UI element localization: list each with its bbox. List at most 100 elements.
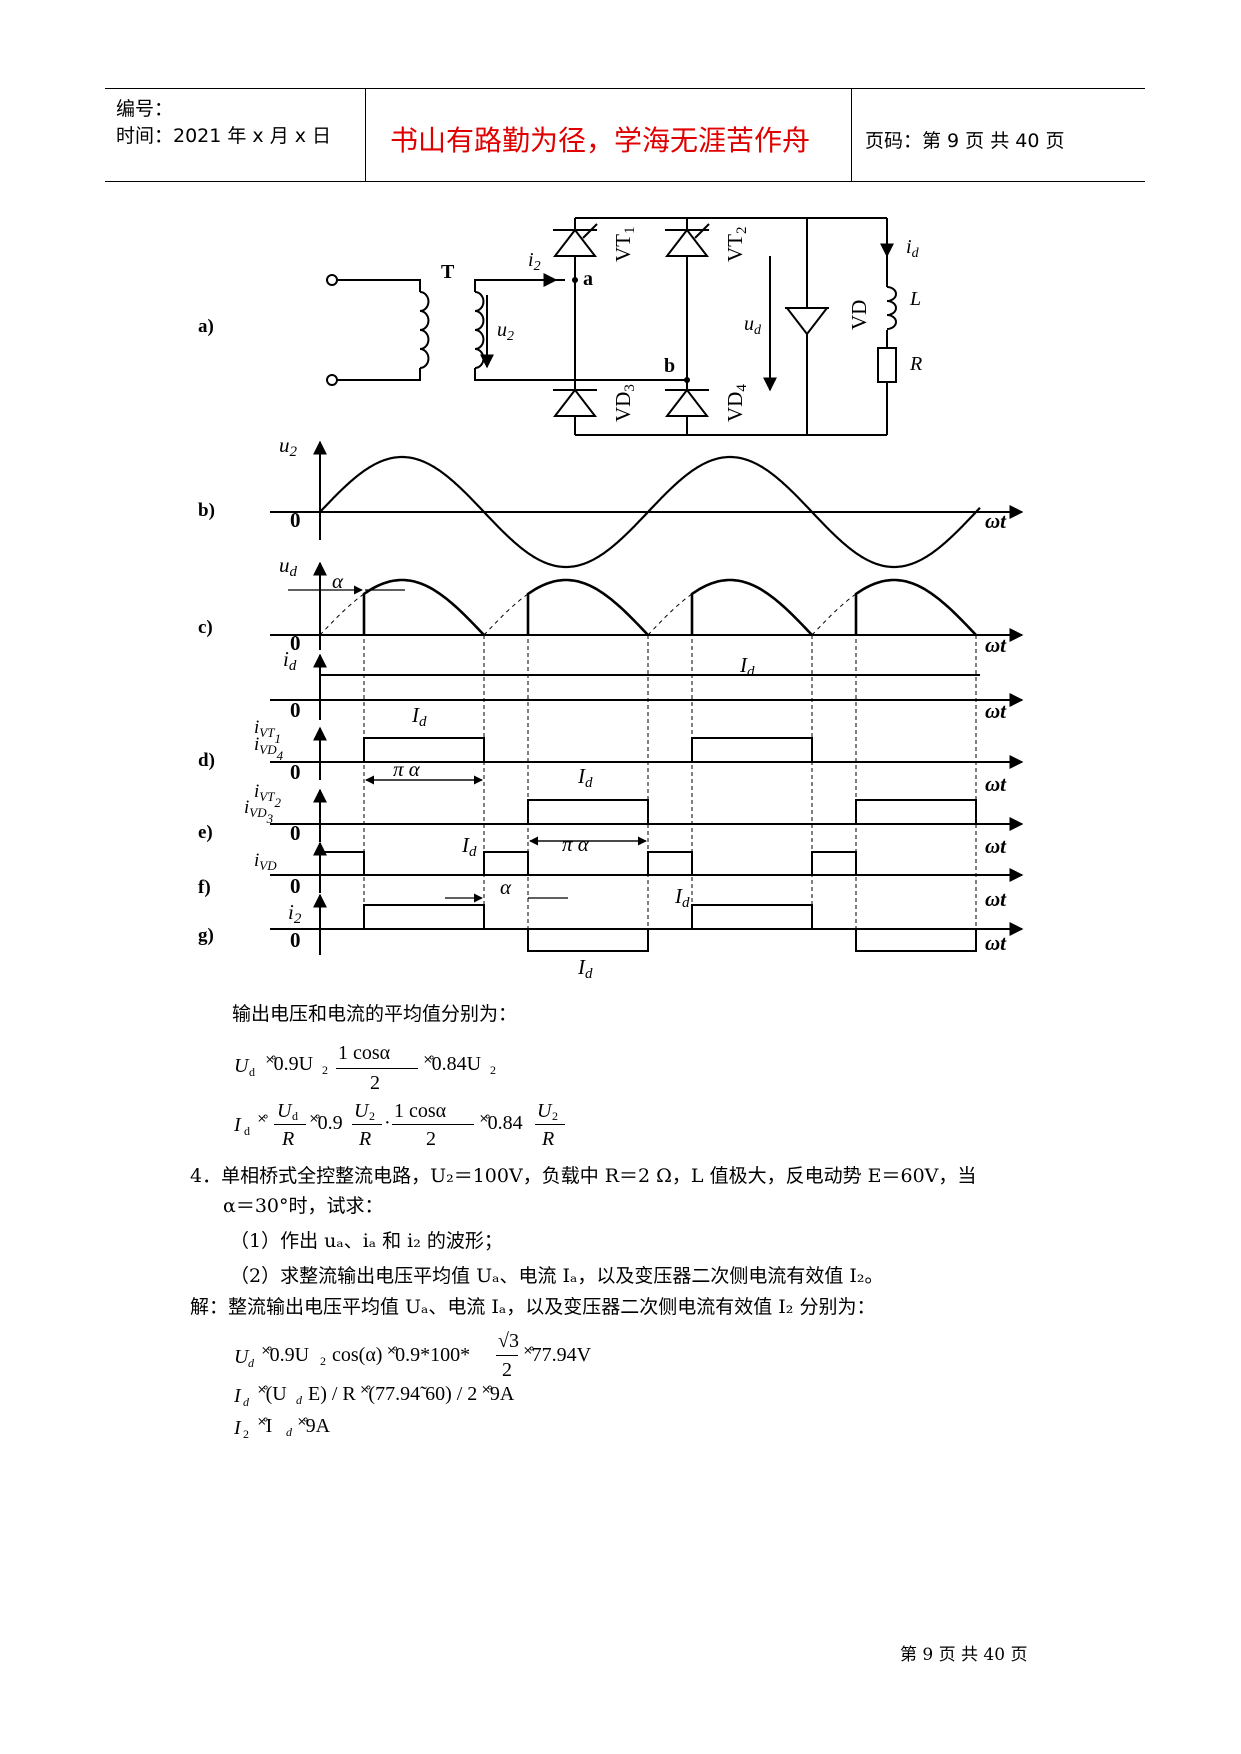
ud-circuit-label: ud [744, 313, 762, 338]
eq2-f4-num: U [537, 1100, 552, 1122]
sol-eq3-mid-sub: d [286, 1425, 292, 1439]
eq2-f4-den: R [542, 1128, 555, 1150]
header-motto: 书山有路勤为径，学海无涯苦作舟 [390, 124, 811, 157]
sol-eq1-den: 2 [502, 1359, 512, 1381]
eq1-mid-sub: 2 [322, 1063, 328, 1077]
ud-dashed-waveform [319, 579, 977, 636]
Id-label-d: Id [411, 703, 427, 730]
u2-waveform [319, 455, 981, 569]
omega-t-id: ωt [985, 699, 1007, 723]
equation-id: I d ˟̊ U d R ˟̊0.9 U 2 R · 1 cosα 2 ˟̊0.… [234, 1100, 654, 1155]
id-axis-label: id [283, 647, 297, 674]
sol-eq1-mid-sub: 2 [320, 1354, 326, 1368]
eq2-dot: · [384, 1112, 391, 1134]
eq1-lhs-sub: d [249, 1065, 255, 1079]
sol-eq1-sqrt: √3 [498, 1330, 519, 1352]
eq2-f4-num-sub: 2 [552, 1109, 558, 1123]
sol-eq1-left-sub: d [248, 1356, 254, 1370]
eq2-f1-den: R [282, 1128, 295, 1150]
Id-label-g-top: Id [674, 884, 690, 911]
eq2-tail: ˟̊0.84 [480, 1112, 523, 1134]
sol-eq2-lhs-sub: d [243, 1395, 249, 1409]
header-number-label: 编号： [116, 98, 174, 120]
problem-statement-line2: α＝30°时，试求： [223, 1195, 384, 1217]
header-divider-left [365, 88, 366, 181]
i2-axis-label: i2 [288, 900, 302, 927]
header-page-label: 页码：第 9 页 共 40 页 [865, 130, 1065, 152]
eq2-f2-den: R [359, 1128, 372, 1150]
sol-eq3-tail: ˟̊9A [298, 1415, 331, 1437]
intro-text: 输出电压和电流的平均值分别为： [232, 1003, 518, 1025]
solution-eq-ud: U d ˟̊0.9U 2 cos(α) ˟̊0.9*100* √3 2 ˟̊77… [234, 1330, 654, 1382]
eq2-lhs: I [234, 1114, 241, 1136]
zero-id: 0 [290, 698, 301, 722]
eq1-frac-num: 1 cosα [338, 1042, 391, 1064]
header-bottom-rule [105, 181, 1145, 182]
omega-t-f: ωt [985, 887, 1007, 911]
eq2-eq: ˟̊ [258, 1112, 266, 1134]
zero-g: 0 [290, 928, 301, 952]
pi-alpha-e: π α [562, 832, 590, 856]
id-circuit-label: id [906, 236, 920, 261]
eq2-f2-num-sub: 2 [369, 1109, 375, 1123]
sol-eq3-lhs-sub: 2 [243, 1427, 249, 1441]
panel-label-a: a) [198, 316, 214, 337]
ivd-waveform [320, 851, 976, 876]
sol-eq1-cos: cos(α) ˟̊0.9*100* [332, 1344, 471, 1366]
i2-waveform [320, 904, 977, 952]
dimension-arrows [288, 585, 647, 903]
panel-label-d: d) [198, 750, 215, 771]
eq1-tail: ˟̊0.84U [424, 1053, 482, 1075]
ivd-axis-label: iVD [254, 850, 277, 873]
guide-lines [363, 618, 977, 950]
header-divider-right [851, 88, 852, 181]
eq2-f2-num: U [354, 1100, 369, 1122]
eq2-mid: ˟̊0.9 [310, 1112, 343, 1134]
ud-waveform [362, 578, 977, 636]
eq1-frac-den: 2 [370, 1072, 380, 1094]
vd-label: VD [847, 300, 871, 330]
problem-statement-line1: 4．单相桥式全控整流电路，U₂＝100V，负载中 R＝2 Ω，L 值极大，反电动… [190, 1165, 977, 1187]
solution-intro: 解：整流输出电压平均值 Uₐ、电流 Iₐ，以及变压器二次侧电流有效值 I₂ 分别… [190, 1296, 876, 1318]
sol-eq1-tail: ˟̊77.94V [524, 1344, 592, 1366]
ivd3-axis-label: iVD3 [244, 797, 274, 826]
sol-eq2-body-sub: d [296, 1393, 302, 1407]
zero-b: 0 [290, 508, 301, 532]
eq2-f1-num-sub: d [292, 1109, 298, 1123]
waveform-axes [270, 440, 1024, 955]
solution-eq-id: I d ˟̊(U d E) / R ˟̊(77.94̃ 60) / 2 ˟̊9A [234, 1383, 654, 1411]
resistor-label: R [909, 353, 922, 375]
u2-circuit-label: u2 [497, 319, 514, 344]
header-top-rule [105, 88, 1145, 89]
sol-eq2-body: ˟̊(U [258, 1383, 287, 1405]
equation-ud: U d ˟̊0.9U 2 1 cosα 2 ˟̊0.84U 2 [234, 1042, 634, 1095]
omega-t-g: ωt [985, 931, 1007, 955]
question-2: （2）求整流输出电压平均值 Uₐ、电流 Iₐ，以及变压器二次侧电流有效值 I₂。 [230, 1265, 884, 1287]
vd4-label: VD4 [723, 384, 750, 422]
ivd4-axis-label: iVD4 [254, 734, 284, 763]
eq2-lhs-sub: d [244, 1124, 250, 1138]
ivt1-axis-label: iVT1 [254, 717, 281, 746]
alpha-label-f: α [500, 875, 512, 899]
vt2-label: VT2 [723, 227, 750, 263]
panel-label-f: f) [198, 877, 211, 898]
ivt2-axis-label: iVT2 [254, 781, 281, 810]
transformer-label: T [441, 261, 455, 283]
node-a-label: a [583, 268, 593, 290]
vd3-label: VD3 [611, 384, 638, 422]
eq2-f3-num: 1 cosα [394, 1100, 447, 1122]
sol-eq2-lhs: I [234, 1385, 241, 1407]
zero-d: 0 [290, 760, 301, 784]
panel-label-c: c) [198, 617, 213, 638]
sol-eq3-lhs: I [234, 1417, 241, 1439]
Id-level-label: Id [739, 653, 755, 680]
Id-label-g-bottom: Id [577, 955, 593, 982]
node-b-label: b [664, 355, 675, 377]
eq1-lhs: U [234, 1055, 249, 1077]
omega-t-e: ωt [985, 834, 1007, 858]
zero-c: 0 [290, 631, 301, 655]
sol-eq1-mid: ˟̊0.9U [262, 1344, 310, 1366]
u2-axis-label: u2 [279, 433, 298, 460]
sol-eq1-left: U [234, 1346, 249, 1368]
eq2-f3-den: 2 [426, 1128, 436, 1150]
